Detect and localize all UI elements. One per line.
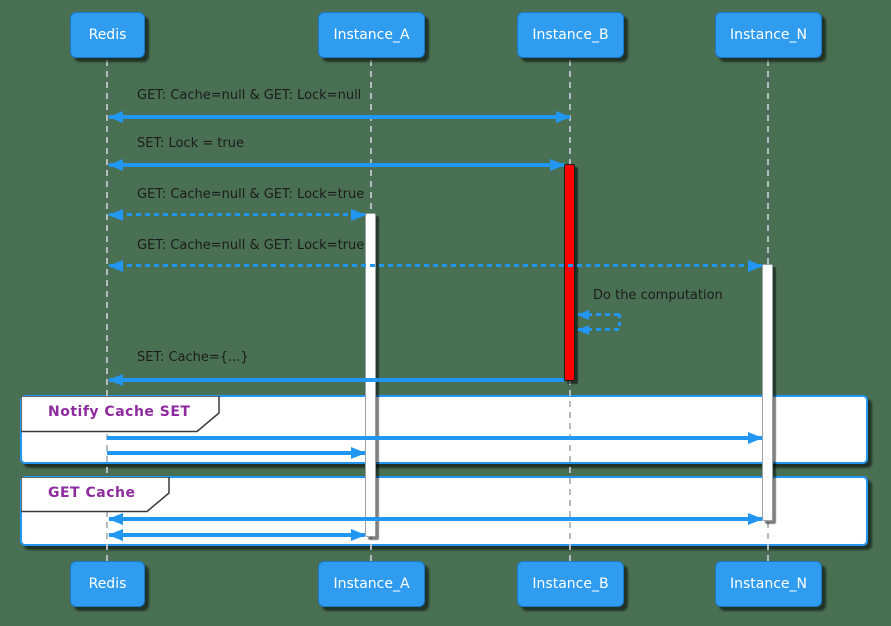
self-message-top-line <box>577 309 621 320</box>
participant-instance-n-top: Instance_N <box>715 12 822 58</box>
participant-label: Instance_N <box>729 27 808 43</box>
message-label: GET: Cache=null & GET: Lock=true <box>137 238 365 253</box>
arrowhead-right-icon <box>748 259 763 272</box>
participant-label: Instance_B <box>532 27 609 43</box>
participant-label: Instance_A <box>333 576 410 592</box>
message-arrow-set-lock-true <box>108 159 565 171</box>
message-arrow-get-cache-lock-null <box>108 111 571 123</box>
participant-instance-a-bottom: Instance_A <box>318 561 425 607</box>
frame-tag-notify-cache-set: Notify Cache SET <box>21 396 221 433</box>
arrowhead-right-icon <box>351 447 366 459</box>
arrowhead-left-icon <box>108 529 123 541</box>
message-label: SET: Lock = true <box>137 136 244 151</box>
lifeline-redis <box>106 60 108 561</box>
arrowhead-right-icon <box>748 513 763 525</box>
participant-label: Redis <box>88 27 127 43</box>
arrowhead-right-icon <box>748 432 763 444</box>
arrowhead-left-icon <box>108 159 123 171</box>
participant-instance-n-bottom: Instance_N <box>715 561 822 607</box>
participant-redis-top: Redis <box>70 12 145 58</box>
arrowhead-left-icon <box>108 513 123 525</box>
frame-title: Notify Cache SET <box>48 404 191 420</box>
message-label: SET: Cache={...} <box>137 350 249 365</box>
arrowhead-right-icon <box>556 111 571 123</box>
arrowhead-left-icon <box>108 259 123 272</box>
activation-bar-instance-n <box>762 264 773 521</box>
arrowhead-right-icon <box>351 208 366 221</box>
arrowhead-right-icon <box>550 159 565 171</box>
self-message-return-line <box>618 314 621 330</box>
notify-arrow-to-instance-n <box>107 432 763 444</box>
message-arrow-get-lock-true-a <box>108 208 366 221</box>
arrowhead-left-icon <box>577 309 589 320</box>
activation-bar-instance-a <box>365 213 376 537</box>
participant-instance-b-bottom: Instance_B <box>517 561 624 607</box>
message-arrow-get-lock-true-n <box>108 259 763 272</box>
get-cache-arrow-instance-a <box>108 529 366 541</box>
frame-title: GET Cache <box>48 485 136 501</box>
notify-arrow-to-instance-a <box>107 447 366 459</box>
activation-bar-instance-b <box>564 164 575 381</box>
arrowhead-left-icon <box>108 374 123 386</box>
message-arrow-set-cache <box>108 374 564 386</box>
participant-label: Instance_N <box>729 576 808 592</box>
participant-label: Redis <box>88 576 127 592</box>
message-label: GET: Cache=null & GET: Lock=null <box>137 88 362 103</box>
get-cache-arrow-instance-n <box>108 513 763 525</box>
participant-redis-bottom: Redis <box>70 561 145 607</box>
message-label: Do the computation <box>593 288 723 303</box>
arrowhead-right-icon <box>351 529 366 541</box>
frame-tag-get-cache: GET Cache <box>21 477 171 513</box>
arrowhead-left-icon <box>108 208 123 221</box>
self-message-bottom-line <box>577 324 621 335</box>
arrowhead-left-icon <box>108 111 123 123</box>
participant-instance-a-top: Instance_A <box>318 12 425 58</box>
participant-label: Instance_B <box>532 576 609 592</box>
arrowhead-left-icon <box>577 324 589 335</box>
message-label: GET: Cache=null & GET: Lock=true <box>137 187 365 202</box>
participant-label: Instance_A <box>333 27 410 43</box>
participant-instance-b-top: Instance_B <box>517 12 624 58</box>
